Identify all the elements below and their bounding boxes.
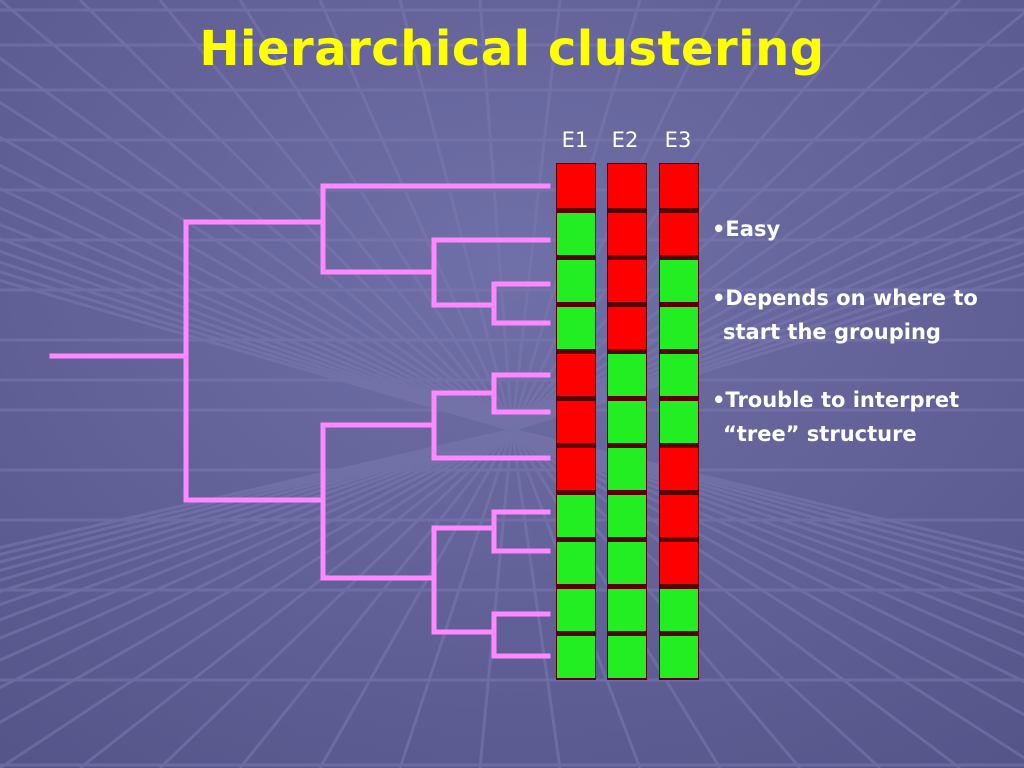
- bullet-easy: •Easy: [712, 212, 1022, 246]
- heatmap: [556, 163, 699, 680]
- bullet-trouble: •Trouble to interpret “tree” structure: [712, 383, 1022, 451]
- heatmap-cell: [660, 354, 698, 396]
- heatmap-cell: [660, 401, 698, 443]
- slide-title: Hierarchical clustering: [199, 21, 825, 77]
- heatmap-cell: [608, 354, 646, 396]
- heatmap-cell: [660, 495, 698, 537]
- column-label-e2: E2: [611, 128, 639, 152]
- heatmap-cell: [660, 164, 698, 208]
- heatmap-cell: [608, 401, 646, 443]
- heatmap-cell: [660, 307, 698, 349]
- heatmap-cell: [660, 636, 698, 678]
- bullet-depends: •Depends on where to start the grouping: [712, 281, 1022, 349]
- bullet-trouble-text-2: “tree” structure: [723, 422, 917, 446]
- heatmap-cell: [608, 542, 646, 584]
- bullet-easy-text: •Easy: [712, 217, 781, 241]
- heatmap-cell: [608, 589, 646, 631]
- heatmap-cell: [557, 589, 595, 631]
- heatmap-cell: [557, 354, 595, 396]
- heatmap-cell: [660, 213, 698, 255]
- heatmap-cell: [557, 260, 595, 302]
- heatmap-cell: [557, 164, 595, 208]
- heatmap-cell: [608, 495, 646, 537]
- heatmap-cell: [557, 307, 595, 349]
- heatmap-cell: [557, 495, 595, 537]
- bullet-trouble-text: •Trouble to interpret: [712, 388, 960, 412]
- dendrogram: [49, 183, 551, 659]
- heatmap-cell: [608, 307, 646, 349]
- column-label-e3: E3: [664, 128, 692, 152]
- bullet-depends-text: •Depends on where to: [712, 286, 978, 310]
- heatmap-cell: [608, 636, 646, 678]
- heatmap-cell: [608, 260, 646, 302]
- column-label-e1: E1: [561, 128, 589, 152]
- heatmap-cell: [660, 542, 698, 584]
- heatmap-cell: [608, 448, 646, 490]
- heatmap-cell: [557, 401, 595, 443]
- heatmap-cell: [608, 213, 646, 255]
- heatmap-cell: [660, 260, 698, 302]
- heatmap-cell: [608, 164, 646, 208]
- heatmap-cell: [557, 448, 595, 490]
- heatmap-cell: [660, 448, 698, 490]
- heatmap-cell: [557, 636, 595, 678]
- heatmap-cell: [557, 542, 595, 584]
- heatmap-cell: [660, 589, 698, 631]
- bullet-depends-text-2: start the grouping: [723, 320, 941, 344]
- heatmap-cell: [557, 213, 595, 255]
